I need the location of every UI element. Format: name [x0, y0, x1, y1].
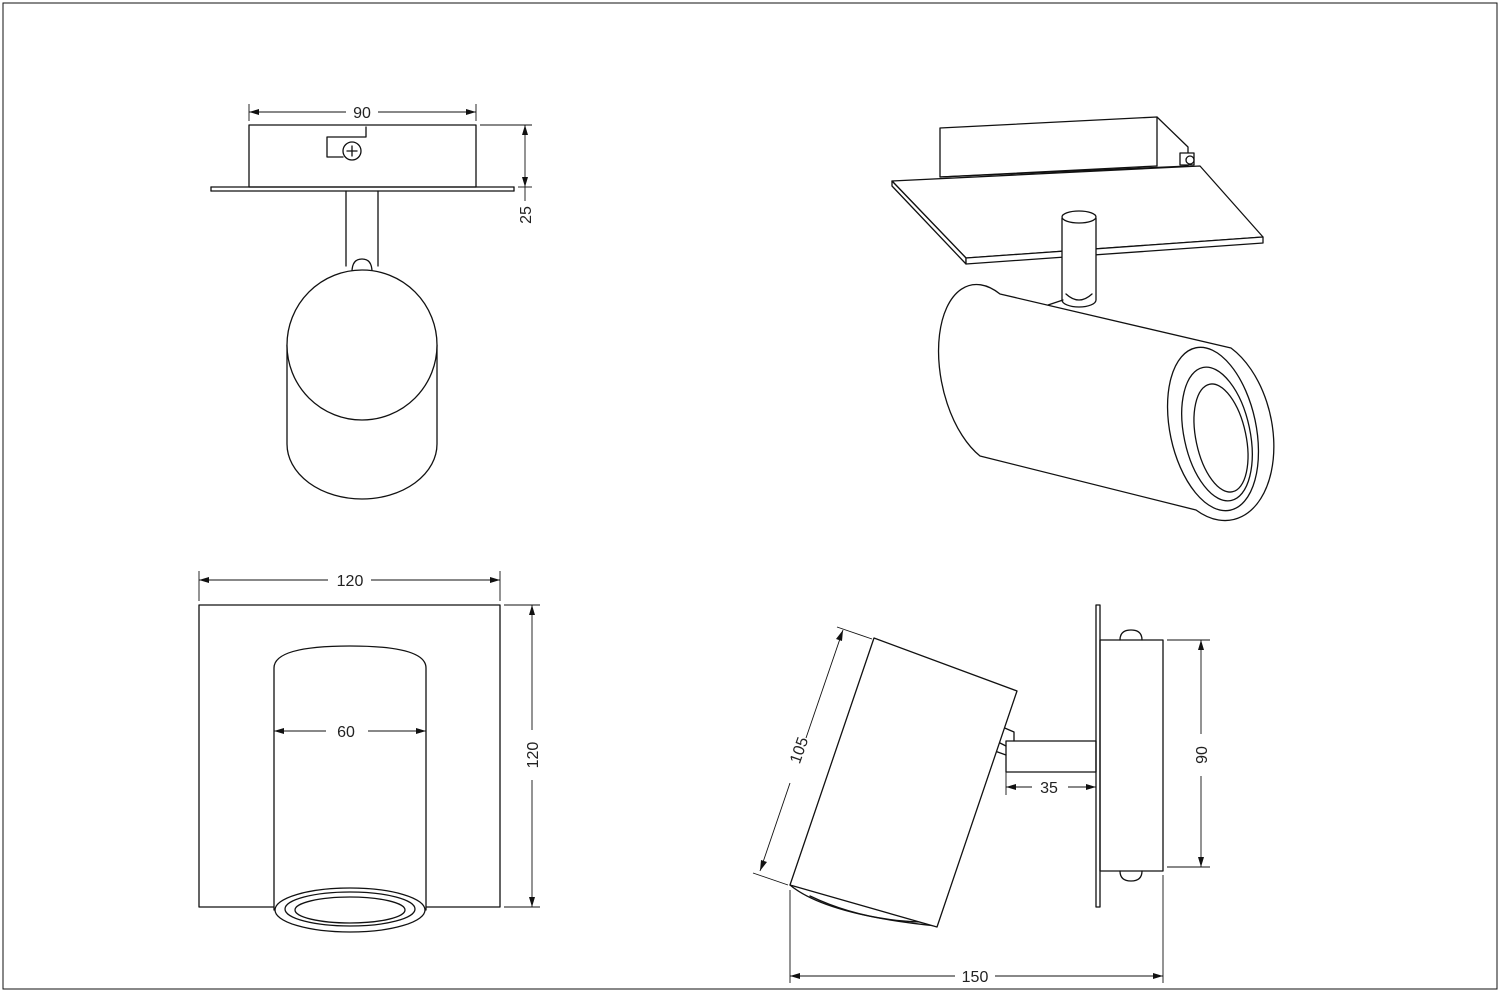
side-view: 105 35 90 150 — [752, 604, 1211, 986]
dim-lamp-diameter: 60 — [274, 724, 426, 741]
isometric-view — [891, 116, 1275, 522]
dim-mount-height-side: 90 — [1167, 639, 1211, 868]
iso-mount-box — [939, 116, 1189, 178]
side-arm — [991, 725, 1097, 773]
side-ceiling-plate — [1095, 604, 1164, 908]
dim-label-105: 105 — [787, 735, 812, 766]
iso-lamp-cylinder — [937, 283, 1275, 522]
dim-label-90-side: 90 — [1194, 746, 1211, 764]
dim-label-120-right: 120 — [525, 742, 542, 769]
dim-total-depth: 150 — [789, 875, 1164, 986]
dim-label-90-top: 90 — [353, 105, 371, 122]
side-lamp-cylinder — [789, 637, 1018, 928]
dim-label-25: 25 — [518, 206, 535, 224]
screw-icon — [326, 126, 367, 161]
front-view: 90 25 — [210, 104, 535, 500]
dim-label-120-top: 120 — [337, 573, 364, 590]
dim-label-150: 150 — [962, 969, 989, 986]
dim-plate-height: 120 — [504, 604, 542, 908]
dim-mount-height: 25 — [480, 124, 535, 224]
lamp-cylinder-front — [286, 269, 438, 500]
dim-label-60: 60 — [337, 724, 355, 741]
bottom-view: 120 120 60 — [198, 571, 542, 933]
iso-screw-icon — [1179, 152, 1195, 166]
dim-plate-width: 120 — [198, 571, 501, 601]
iso-stem — [1047, 210, 1097, 308]
dim-arm-length: 35 — [1005, 772, 1097, 907]
stem — [345, 190, 379, 273]
mount-box — [248, 124, 477, 188]
dim-mount-width: 90 — [248, 104, 477, 122]
dim-label-35: 35 — [1040, 780, 1058, 797]
bottom-lamp-cylinder — [273, 645, 427, 933]
